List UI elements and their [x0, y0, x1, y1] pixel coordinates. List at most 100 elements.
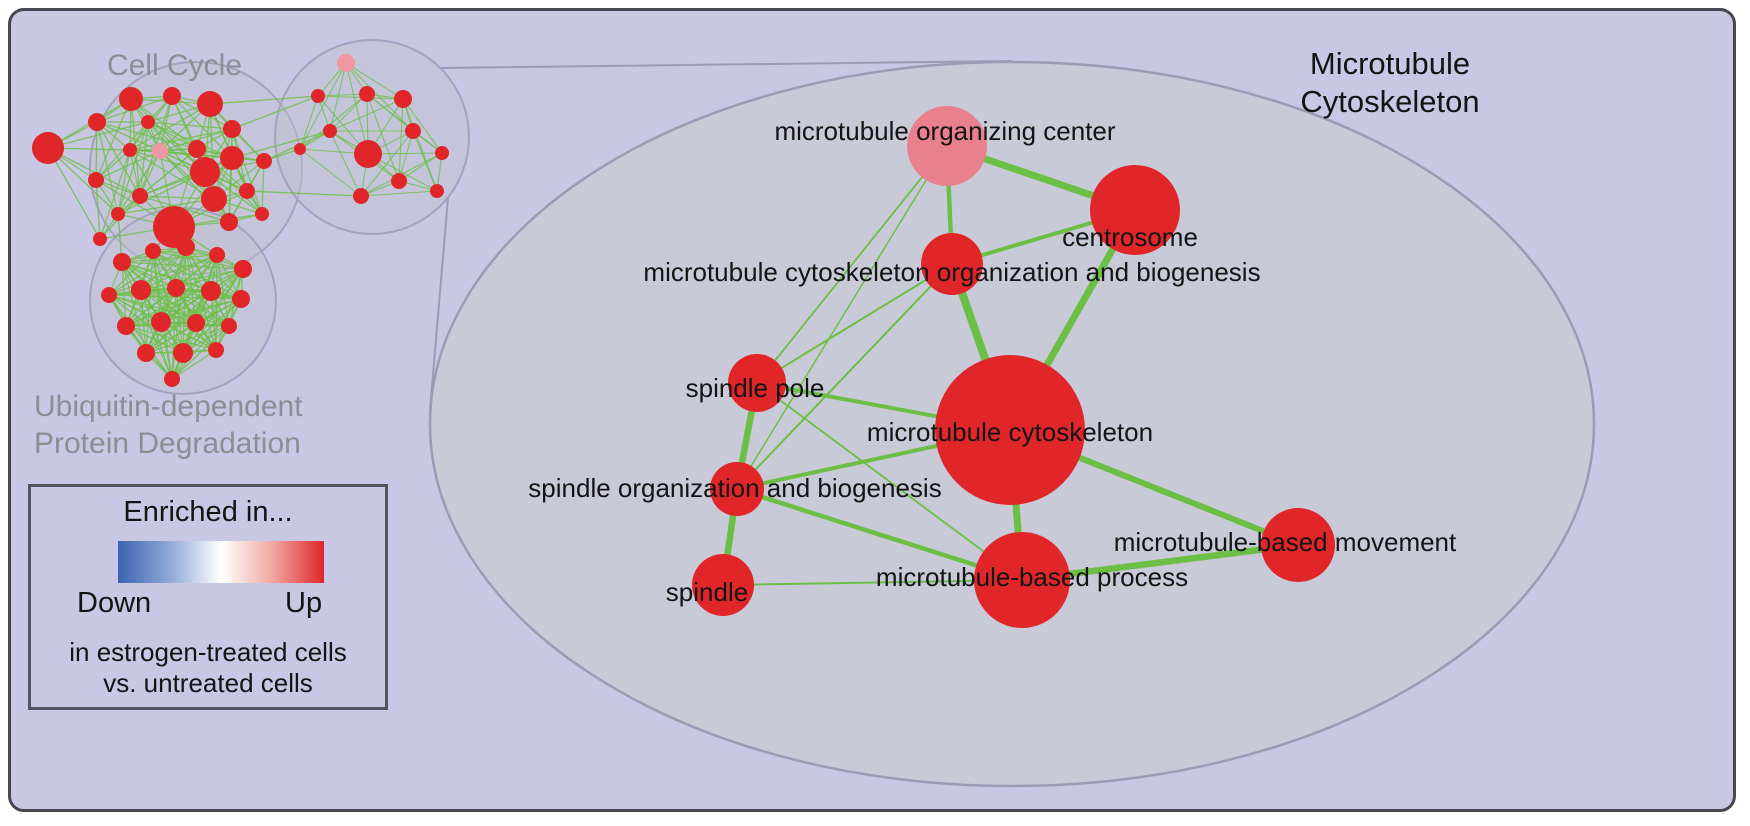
overview-edge	[117, 198, 215, 215]
overview-edge	[140, 289, 217, 351]
overview-edge	[117, 171, 206, 215]
overview-node	[220, 213, 238, 231]
overview-node	[256, 153, 272, 169]
overview-node	[190, 157, 220, 187]
overview-edge	[125, 298, 242, 327]
overview-node	[201, 281, 221, 301]
overview-node	[255, 207, 269, 221]
overview-edge	[398, 152, 443, 182]
overview-edge	[147, 121, 233, 159]
node-label-moc: microtubule organizing center	[774, 116, 1115, 146]
overview-node	[145, 243, 161, 259]
overview-edge	[99, 149, 131, 240]
overview-edge	[108, 294, 230, 327]
overview-node	[220, 146, 244, 170]
overview-edge	[216, 254, 230, 327]
overview-edge	[117, 149, 131, 215]
overview-edge	[130, 98, 206, 173]
overview-edge	[125, 287, 177, 327]
overview-node	[123, 143, 137, 157]
overview-node	[88, 113, 106, 131]
overview-node	[221, 318, 237, 334]
overview-cross-edge	[231, 130, 331, 159]
overview-edge	[299, 95, 319, 150]
edge-spindlepole-mtprocess	[756, 382, 1023, 581]
node-moc	[907, 106, 987, 186]
overview-node	[151, 312, 171, 332]
overview-node	[435, 146, 449, 160]
overview-edge	[171, 287, 177, 380]
overview-edge	[95, 121, 149, 181]
edge-spindleorg-mtprocess	[734, 486, 1025, 583]
overview-edge	[145, 322, 197, 354]
node-label-spindlepole: spindle pole	[686, 373, 825, 403]
legend-caption-line2: vs. untreated cells	[103, 668, 313, 698]
overview-node	[239, 183, 255, 199]
overview-cross-edge	[209, 95, 319, 105]
overview-node	[117, 317, 135, 335]
node-mtprocess	[974, 532, 1070, 628]
overview-node	[394, 90, 412, 108]
overview-edge	[140, 254, 218, 291]
overview-edge	[47, 147, 101, 240]
cluster-circle-microtubule	[274, 39, 470, 235]
overview-node	[337, 54, 355, 72]
overview-edge	[175, 268, 244, 289]
overview-node	[405, 123, 421, 139]
overview-edge	[140, 289, 230, 327]
overview-edge	[145, 325, 230, 354]
overview-node	[187, 314, 205, 332]
overview-edge	[299, 148, 362, 197]
edge-moc-spindlepole	[756, 145, 948, 384]
overview-edge	[121, 261, 177, 289]
detail-title-line1: Microtubule	[1309, 46, 1471, 81]
overview-edge	[108, 254, 218, 296]
overview-edge	[121, 254, 218, 263]
overview-edge	[366, 93, 400, 182]
overview-edge	[261, 160, 265, 215]
detail-title-line2: Cytoskeleton	[1300, 84, 1480, 119]
ubiquitin-cluster-label: Ubiquitin-dependent Protein Degradation	[34, 388, 303, 462]
overview-edge	[139, 121, 149, 197]
cell-cycle-cluster-label: Cell Cycle	[107, 49, 243, 82]
node-spindle	[692, 554, 754, 616]
overview-edge	[317, 93, 368, 97]
overview-edge	[360, 190, 438, 197]
node-label-mtmovement: microtubule-based movement	[1114, 527, 1457, 557]
edge-orgbio-spindlepole	[756, 263, 953, 384]
overview-node	[354, 140, 382, 168]
overview-edge	[129, 103, 211, 151]
overview-edge	[125, 325, 184, 354]
overview-edge	[108, 250, 154, 296]
overview-edge	[96, 121, 141, 197]
overview-edge	[398, 98, 404, 182]
overview-node	[311, 89, 325, 103]
zoom-indicator-line	[429, 197, 449, 411]
overview-node	[234, 260, 252, 278]
overview-edge	[398, 130, 414, 182]
overview-cross-edge	[246, 190, 362, 197]
node-label-mtprocess: microtubule-based process	[876, 562, 1188, 592]
overview-node	[152, 143, 168, 159]
overview-edge	[345, 62, 369, 155]
overview-edge	[171, 349, 217, 380]
overview-edge	[47, 147, 119, 215]
overview-edge	[140, 246, 187, 291]
overview-node	[177, 238, 195, 256]
overview-node	[32, 132, 64, 164]
overview-edge	[125, 290, 212, 327]
node-spindleorg	[710, 462, 764, 516]
overview-edge	[145, 268, 244, 354]
overview-node	[208, 342, 224, 358]
overview-edge	[152, 250, 244, 270]
node-label-spindleorg: spindle organization and biogenesis	[528, 473, 941, 503]
overview-edge	[345, 62, 404, 100]
overview-node	[141, 115, 155, 129]
overview-edge	[117, 150, 161, 215]
overview-edge	[147, 121, 198, 150]
overview-edge	[95, 98, 132, 181]
zoom-indicator-line	[440, 60, 1013, 69]
node-label-mtcyto: microtubule cytoskeleton	[867, 417, 1153, 447]
overview-edge	[117, 121, 149, 215]
overview-edge	[329, 93, 368, 132]
